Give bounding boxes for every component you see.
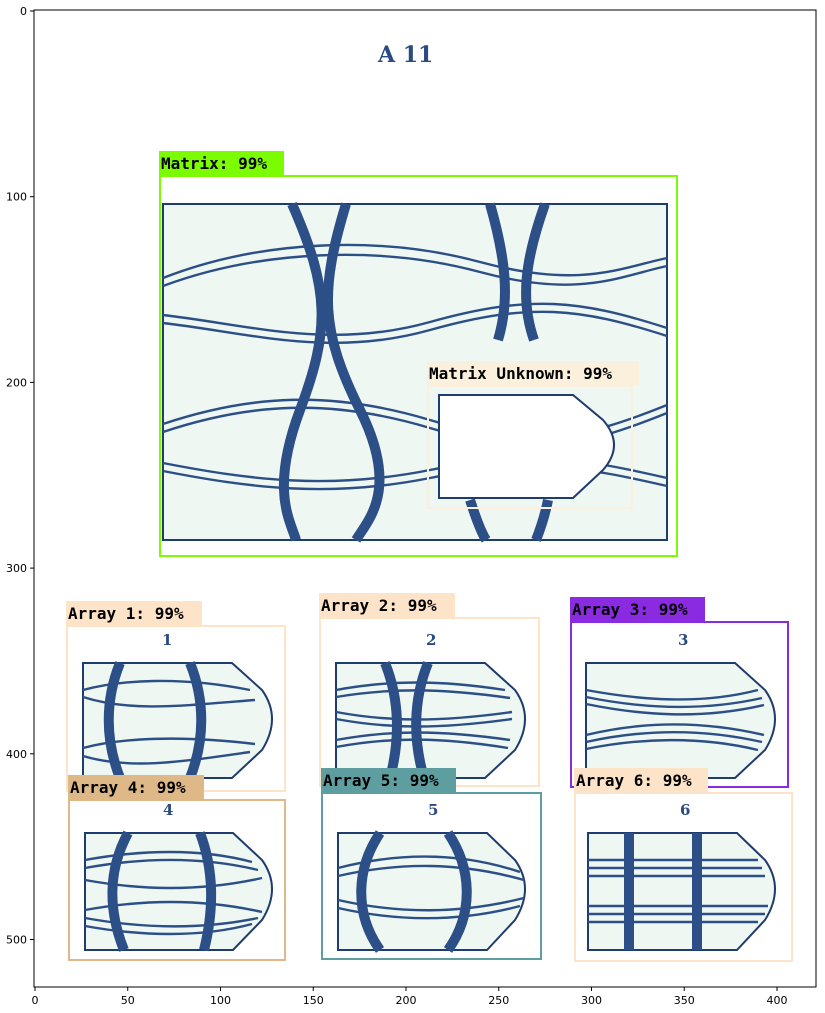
y-tick-label: 100 — [6, 191, 27, 204]
detection-array-1-label: Array 1: 99% — [68, 604, 184, 623]
matrix-image — [162, 201, 668, 543]
y-tick-label: 0 — [20, 5, 27, 18]
x-tick-label: 0 — [32, 994, 39, 1007]
x-tick-label: 100 — [210, 994, 231, 1007]
panel-2-image — [335, 661, 526, 780]
panel-3-number: 3 — [678, 631, 688, 649]
x-tick-label: 300 — [581, 994, 602, 1007]
y-tick-label: 500 — [6, 934, 27, 947]
detection-array-2: Array 2: 99% — [319, 593, 540, 787]
panel-4-image — [84, 830, 273, 952]
x-axis: 0 50 100 150 200 250 300 350 400 — [32, 987, 788, 1007]
x-tick-label: 250 — [488, 994, 509, 1007]
x-tick-label: 150 — [303, 994, 324, 1007]
detection-array-2-label: Array 2: 99% — [321, 596, 437, 615]
y-tick-label: 400 — [6, 748, 27, 761]
x-tick-label: 350 — [674, 994, 695, 1007]
detection-array-3: Array 3: 99% — [570, 597, 789, 788]
panel-1-image — [82, 661, 273, 780]
panel-4-number: 4 — [163, 801, 173, 819]
y-tick-label: 200 — [6, 376, 27, 389]
panel-3-image — [585, 662, 776, 779]
detection-array-6-label: Array 6: 99% — [576, 771, 692, 790]
y-tick-label: 300 — [6, 562, 27, 575]
panel-5-image — [337, 830, 526, 953]
detection-array-4-label: Array 4: 99% — [70, 778, 186, 797]
panel-6-number: 6 — [680, 801, 690, 819]
detection-array-5: Array 5: 99% — [321, 768, 542, 960]
detection-array-4: Array 4: 99% — [68, 775, 286, 961]
panel-5-number: 5 — [428, 801, 438, 819]
x-tick-label: 200 — [396, 994, 417, 1007]
detection-matrix-unknown-label: Matrix Unknown: 99% — [429, 364, 612, 383]
page-header: A 11 — [377, 42, 433, 68]
x-tick-label: 50 — [121, 994, 135, 1007]
panel-6-image — [587, 832, 776, 951]
detection-array-5-label: Array 5: 99% — [323, 771, 439, 790]
detection-array-3-label: Array 3: 99% — [572, 600, 688, 619]
panel-2-number: 2 — [426, 631, 436, 649]
detection-matrix-label: Matrix: 99% — [161, 154, 267, 173]
detection-matrix: Matrix: 99% — [159, 151, 678, 557]
detection-matrix-unknown: Matrix Unknown: 99% — [427, 361, 639, 509]
y-axis: 0 100 200 300 400 500 — [6, 5, 34, 947]
panel-1-number: 1 — [162, 631, 172, 649]
x-tick-label: 400 — [767, 994, 788, 1007]
detection-array-6: Array 6: 99% — [574, 768, 793, 962]
